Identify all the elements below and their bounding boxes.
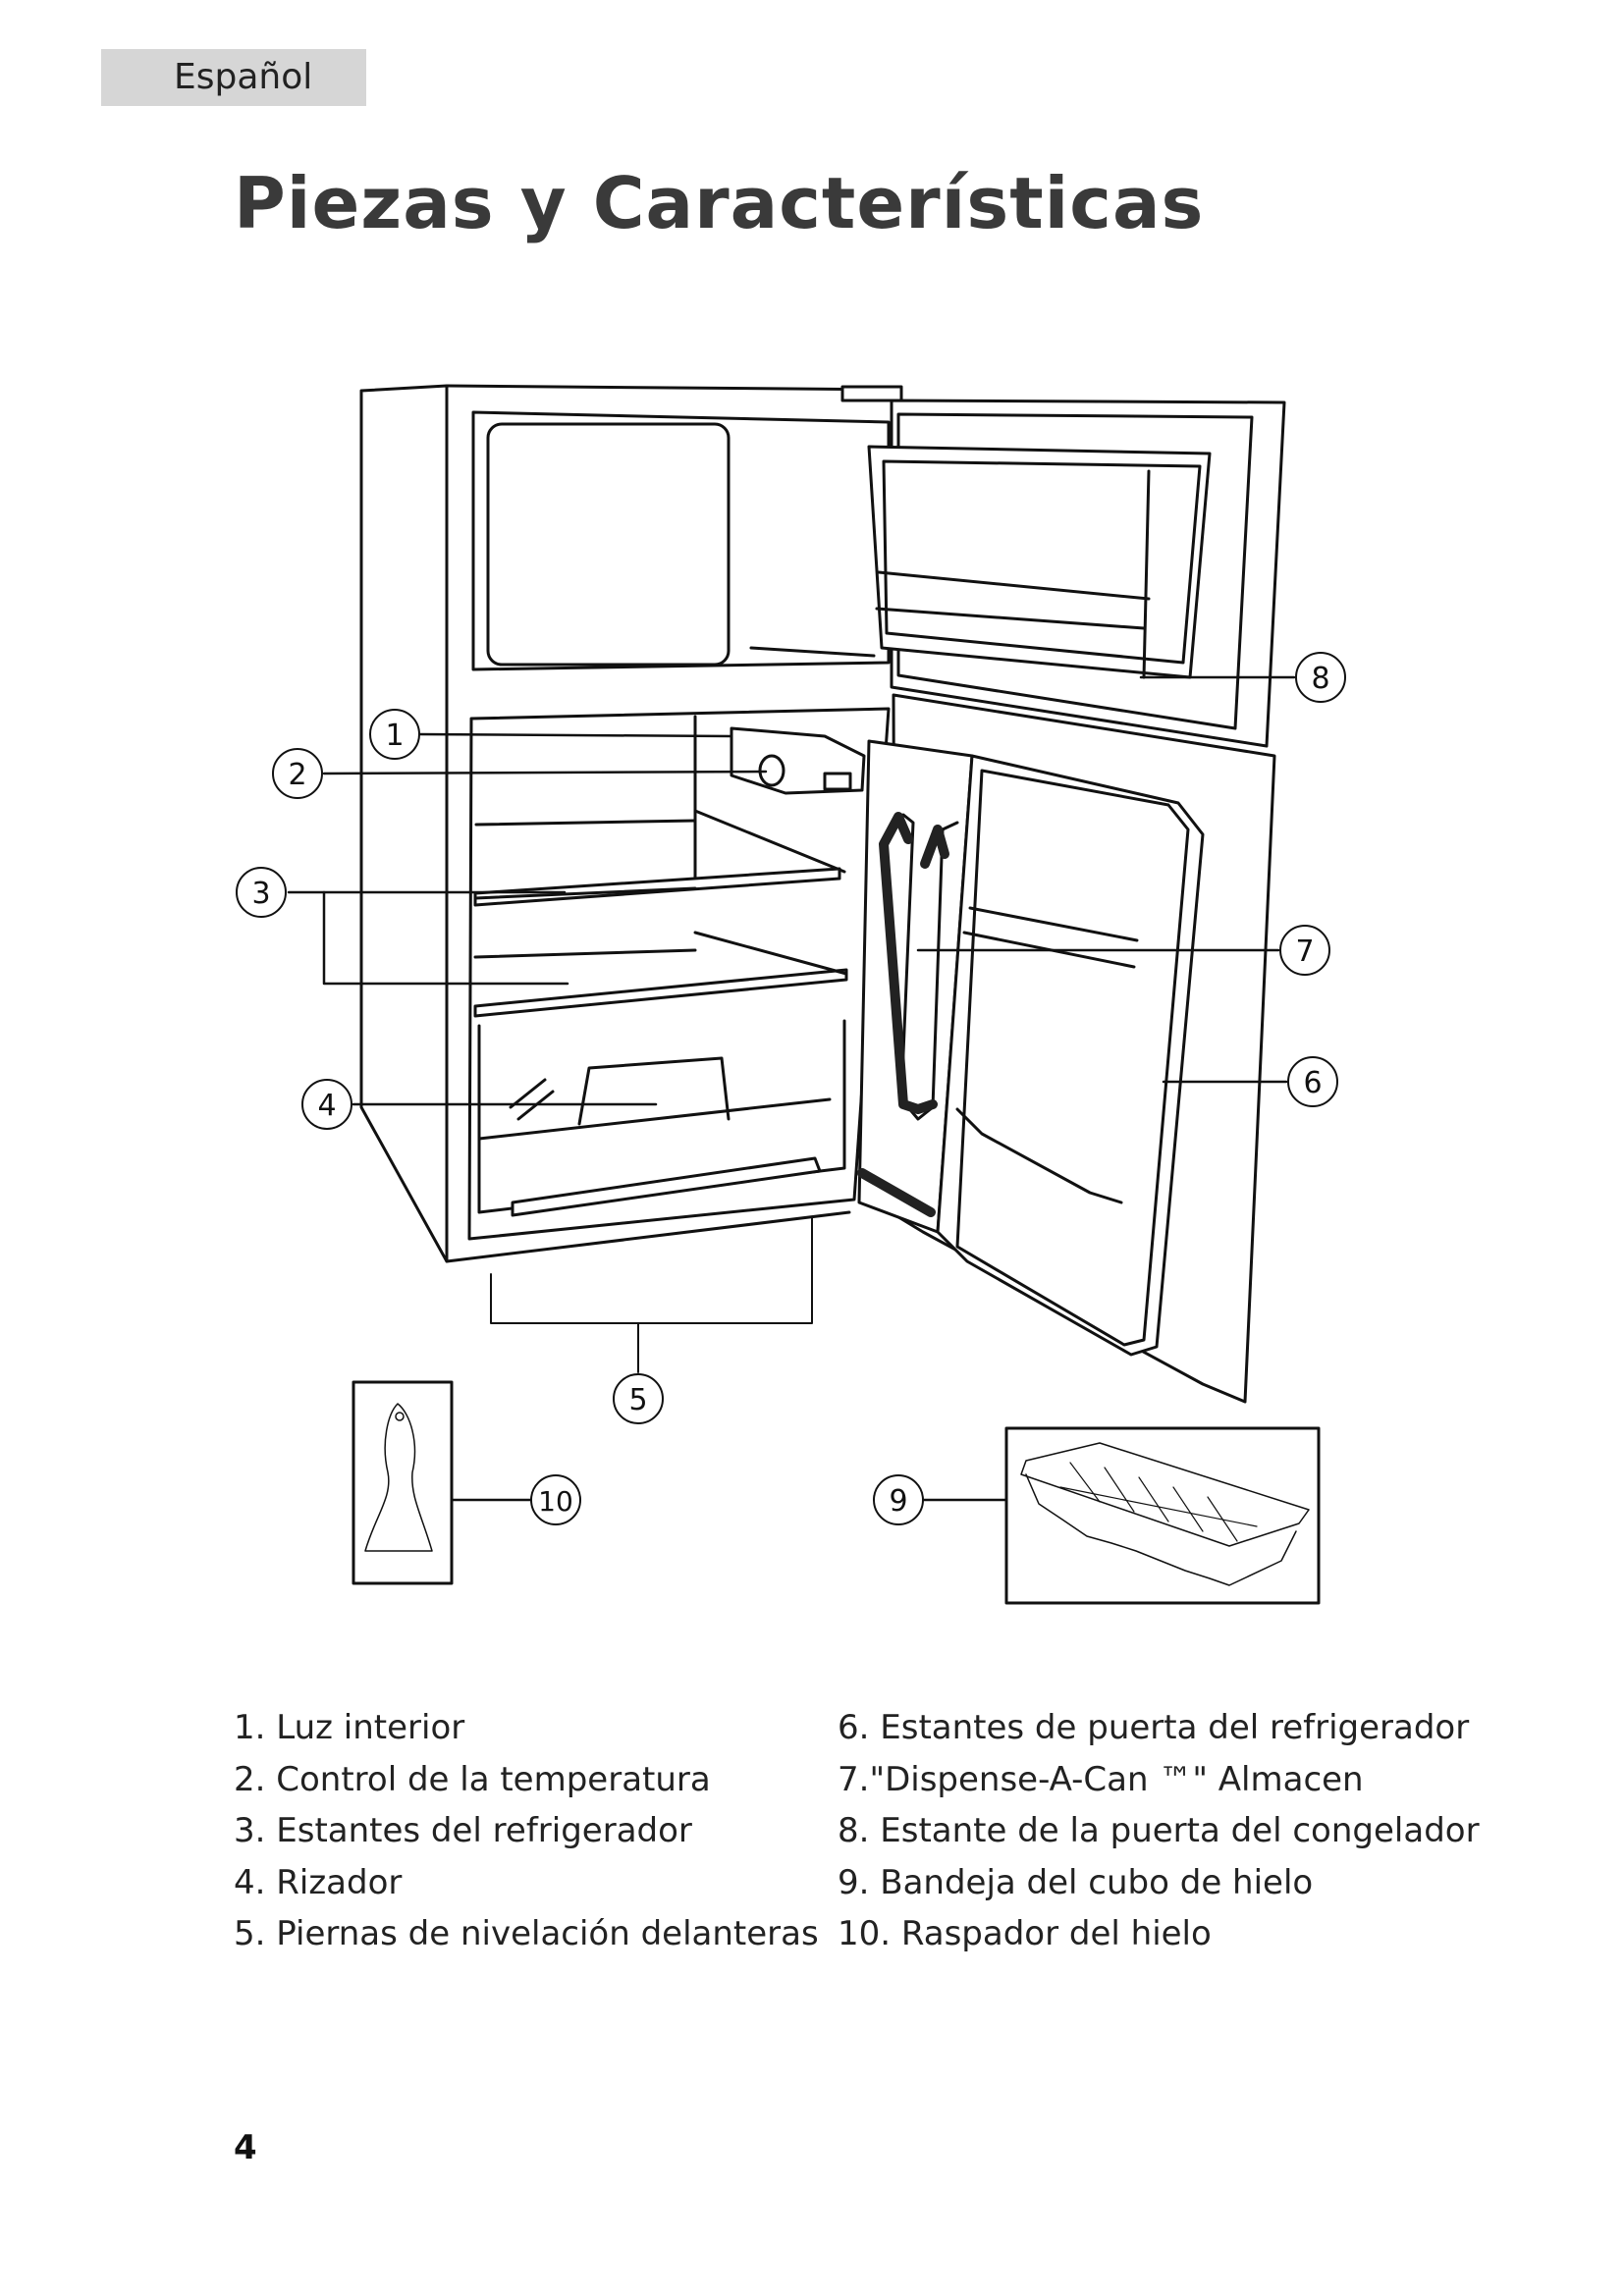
fridge-compartment [467, 707, 891, 1241]
part-item-6: 6. Estantes de puerta del refrigerador [838, 1708, 1470, 1747]
leveling-legs-bracket [490, 1216, 813, 1373]
ice-tray-illustration [1004, 1426, 1321, 1605]
callout-9-label: 9 [889, 1484, 907, 1519]
parts-list-right: 6. Estantes de puerta del refrigerador 7… [838, 1702, 1480, 1960]
part-item-8: 8. Estante de la puerta del congelador [838, 1811, 1480, 1850]
parts-list-left: 1. Luz interior 2. Control de la tempera… [234, 1702, 819, 1960]
page-title: Piezas y Características [234, 162, 1205, 244]
callout-2-circle [272, 748, 323, 799]
callout-5-label: 5 [628, 1383, 647, 1417]
callout-4-label: 4 [317, 1089, 336, 1123]
callout-9-circle [873, 1474, 924, 1525]
part-item-7: 7."Dispense-A-Can ™" Almacen [838, 1759, 1364, 1799]
ice-scraper-illustration [352, 1380, 454, 1585]
part-item-2: 2. Control de la temperatura [234, 1759, 711, 1799]
language-tab: Español [101, 49, 366, 106]
part-item-1: 1. Luz interior [234, 1708, 465, 1747]
callout-7-label: 7 [1295, 934, 1314, 969]
page-number: 4 [234, 2128, 257, 2167]
callout-7-circle [1279, 925, 1330, 976]
crisper-drawer [477, 1019, 846, 1217]
callout-leaders [287, 675, 1296, 1502]
callout-1-circle [369, 709, 420, 760]
callout-3-circle [236, 867, 287, 918]
can-dispenser-rails [857, 812, 949, 1217]
callout-5-circle [613, 1373, 664, 1424]
callout-circles [236, 652, 1346, 1525]
part-item-3: 3. Estantes del refrigerador [234, 1811, 692, 1850]
callout-3-label: 3 [251, 877, 270, 911]
callout-6-label: 6 [1303, 1066, 1322, 1100]
callout-4-circle [301, 1079, 352, 1130]
fridge-cabinet [359, 384, 903, 1263]
callout-8-circle [1295, 652, 1346, 703]
callout-6-circle [1287, 1056, 1338, 1107]
callout-10-label: 10 [538, 1485, 573, 1518]
part-item-10: 10. Raspador del hielo [838, 1914, 1212, 1953]
freezer-compartment [471, 410, 891, 671]
part-item-9: 9. Bandeja del cubo de hielo [838, 1862, 1314, 1902]
callout-2-label: 2 [288, 758, 306, 792]
callout-1-label: 1 [385, 719, 404, 753]
freezer-door [867, 399, 1286, 748]
callout-8-label: 8 [1311, 662, 1329, 696]
interior-light-housing [730, 726, 866, 795]
part-item-4: 4. Rizador [234, 1862, 403, 1902]
fridge-door [857, 693, 1276, 1404]
callout-10-circle [530, 1474, 581, 1525]
part-item-5: 5. Piernas de nivelación delanteras [234, 1914, 819, 1953]
fridge-shelves [473, 867, 848, 1018]
